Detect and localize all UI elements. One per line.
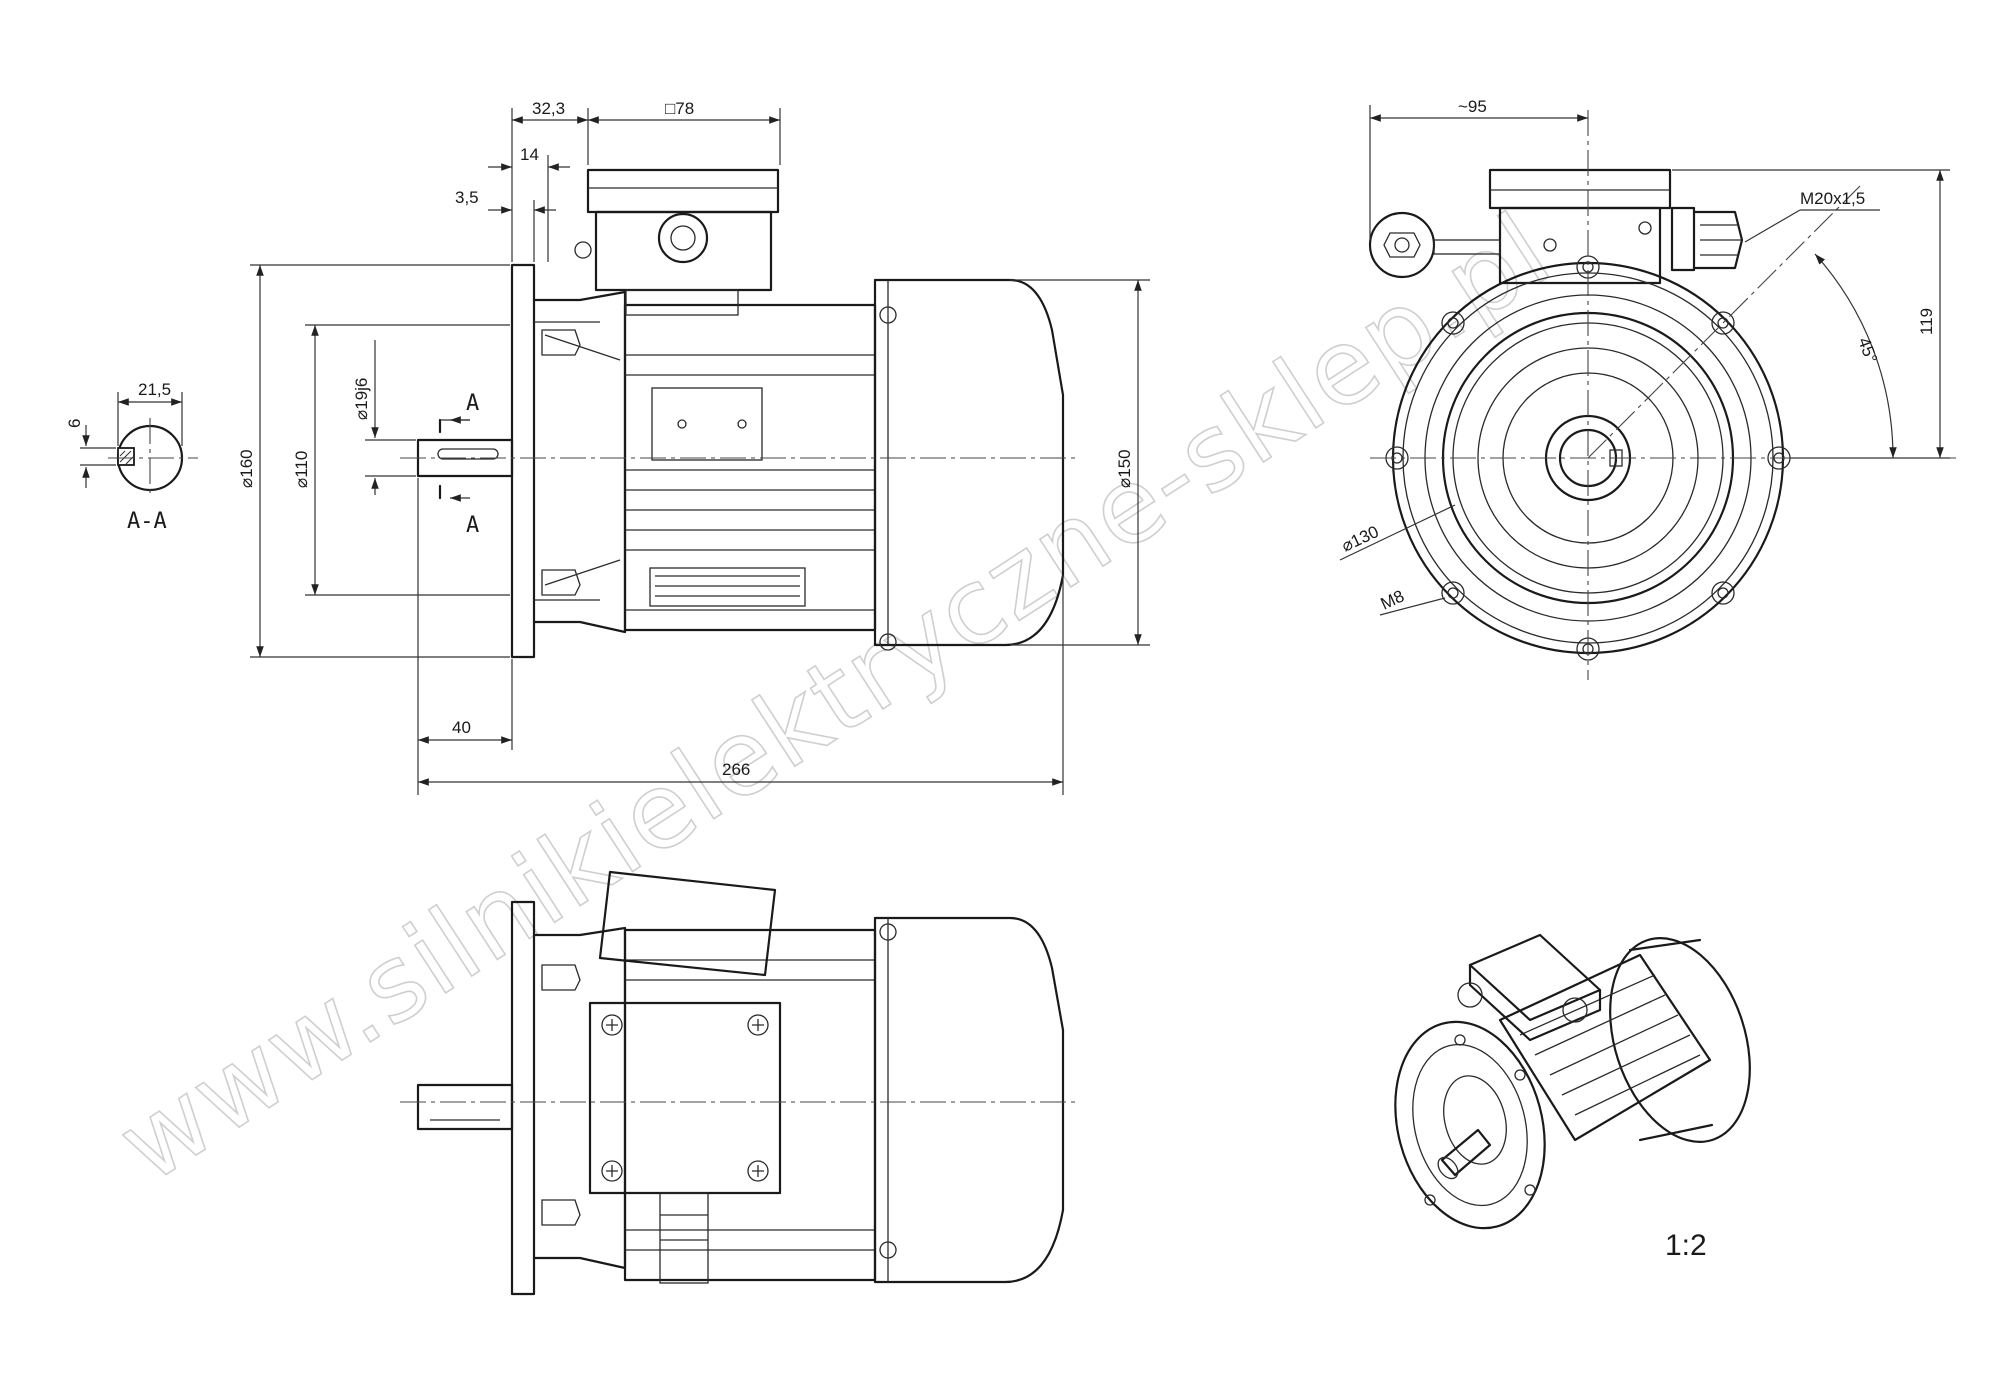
cut-marker-top: A	[466, 391, 479, 416]
shaft-length-dim: 40	[452, 718, 471, 737]
watermark: www.silnikielektryczne-sklep.pl	[96, 188, 1572, 1206]
shaft-height-dim: 21,5	[138, 380, 171, 399]
shaft-diameter-dim: ⌀19j6	[352, 378, 371, 420]
key-width-dim: 6	[65, 419, 84, 428]
front-view: ~95 119 M20x1,5 45° ⌀130 M8	[1339, 97, 1960, 680]
cable-gland-dim: M20x1,5	[1800, 189, 1865, 208]
side-view: A A 32,3 □78 14 3,5 ⌀160 ⌀110 ⌀19j6	[237, 99, 1150, 795]
cut-marker-bottom: A	[466, 513, 479, 538]
section-a-a: 21,5 6 A-A	[65, 380, 198, 534]
flange-thickness-dim: 3,5	[455, 188, 479, 207]
terminal-box-dim: □78	[665, 99, 694, 118]
scale-label: 1:2	[1665, 1229, 1707, 1262]
flange-diameter-dim: ⌀160	[237, 449, 256, 488]
isometric-view: 1:2	[1394, 933, 1751, 1262]
overall-length-dim: 266	[722, 760, 750, 779]
watermark-text: www.silnikielektryczne-sklep.pl	[97, 189, 1572, 1206]
spigot-diameter-dim: ⌀110	[292, 451, 311, 488]
spigot-dim: 14	[520, 145, 539, 164]
box-height-dim: 119	[1917, 308, 1936, 335]
bolt-holes	[1385, 255, 1791, 661]
section-label: A-A	[127, 509, 167, 534]
box-offset-dim: ~95	[1458, 97, 1487, 116]
top-view	[400, 870, 1075, 1296]
fan-cover-diameter-dim: ⌀150	[1115, 449, 1134, 488]
flange-offset-dim: 32,3	[532, 99, 565, 118]
